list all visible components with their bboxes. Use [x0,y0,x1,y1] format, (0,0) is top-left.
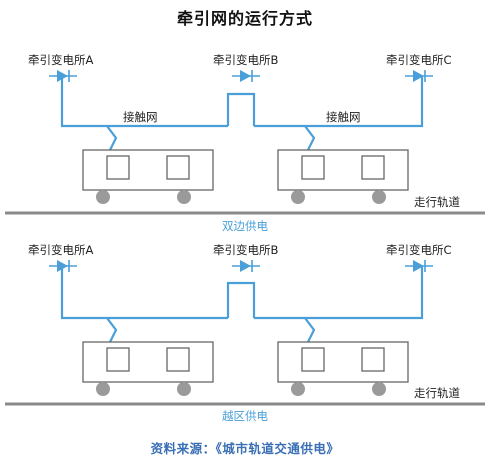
caption-bilateral: 双边供电 [222,219,268,233]
substation-b-diode-icon [231,259,261,273]
substation-b-feeder [226,92,256,126]
substation-c-label: 牵引变电所C [386,243,452,257]
substation-c-diode-icon [404,259,434,273]
substation-b-feeder [226,281,256,318]
diagram-bilateral [5,69,485,215]
train-2 [277,149,409,205]
pantograph-1 [106,125,118,151]
substation-c-label: 牵引变电所C [386,53,452,67]
pantograph-2 [304,317,316,343]
catenary-label: 接触网 [326,110,361,124]
catenary-right [254,266,424,320]
catenary-right [254,76,424,128]
page-title: 牵引网的运行方式 [176,9,313,28]
diagram-cross-zone [5,259,485,406]
caption-cross-zone: 越区供电 [222,409,268,423]
catenary-label: 接触网 [123,110,158,124]
catenary-left [60,76,228,128]
source-citation: 资料来源：《城市轨道交通供电》 [150,441,340,456]
track-label: 走行轨道 [414,195,460,209]
substation-a-label: 牵引变电所A [28,53,94,67]
train-1 [82,149,214,205]
track-label: 走行轨道 [414,386,460,400]
substation-a-label: 牵引变电所A [28,243,94,257]
substation-b-label: 牵引变电所B [213,243,279,257]
substation-b-diode-icon [231,69,261,83]
pantograph-1 [106,317,118,343]
train-2 [277,341,409,397]
train-1 [82,341,214,397]
catenary-left [60,266,228,320]
pantograph-2 [304,125,316,151]
substation-b-label: 牵引变电所B [213,53,279,67]
substation-c-diode-icon [404,69,434,83]
